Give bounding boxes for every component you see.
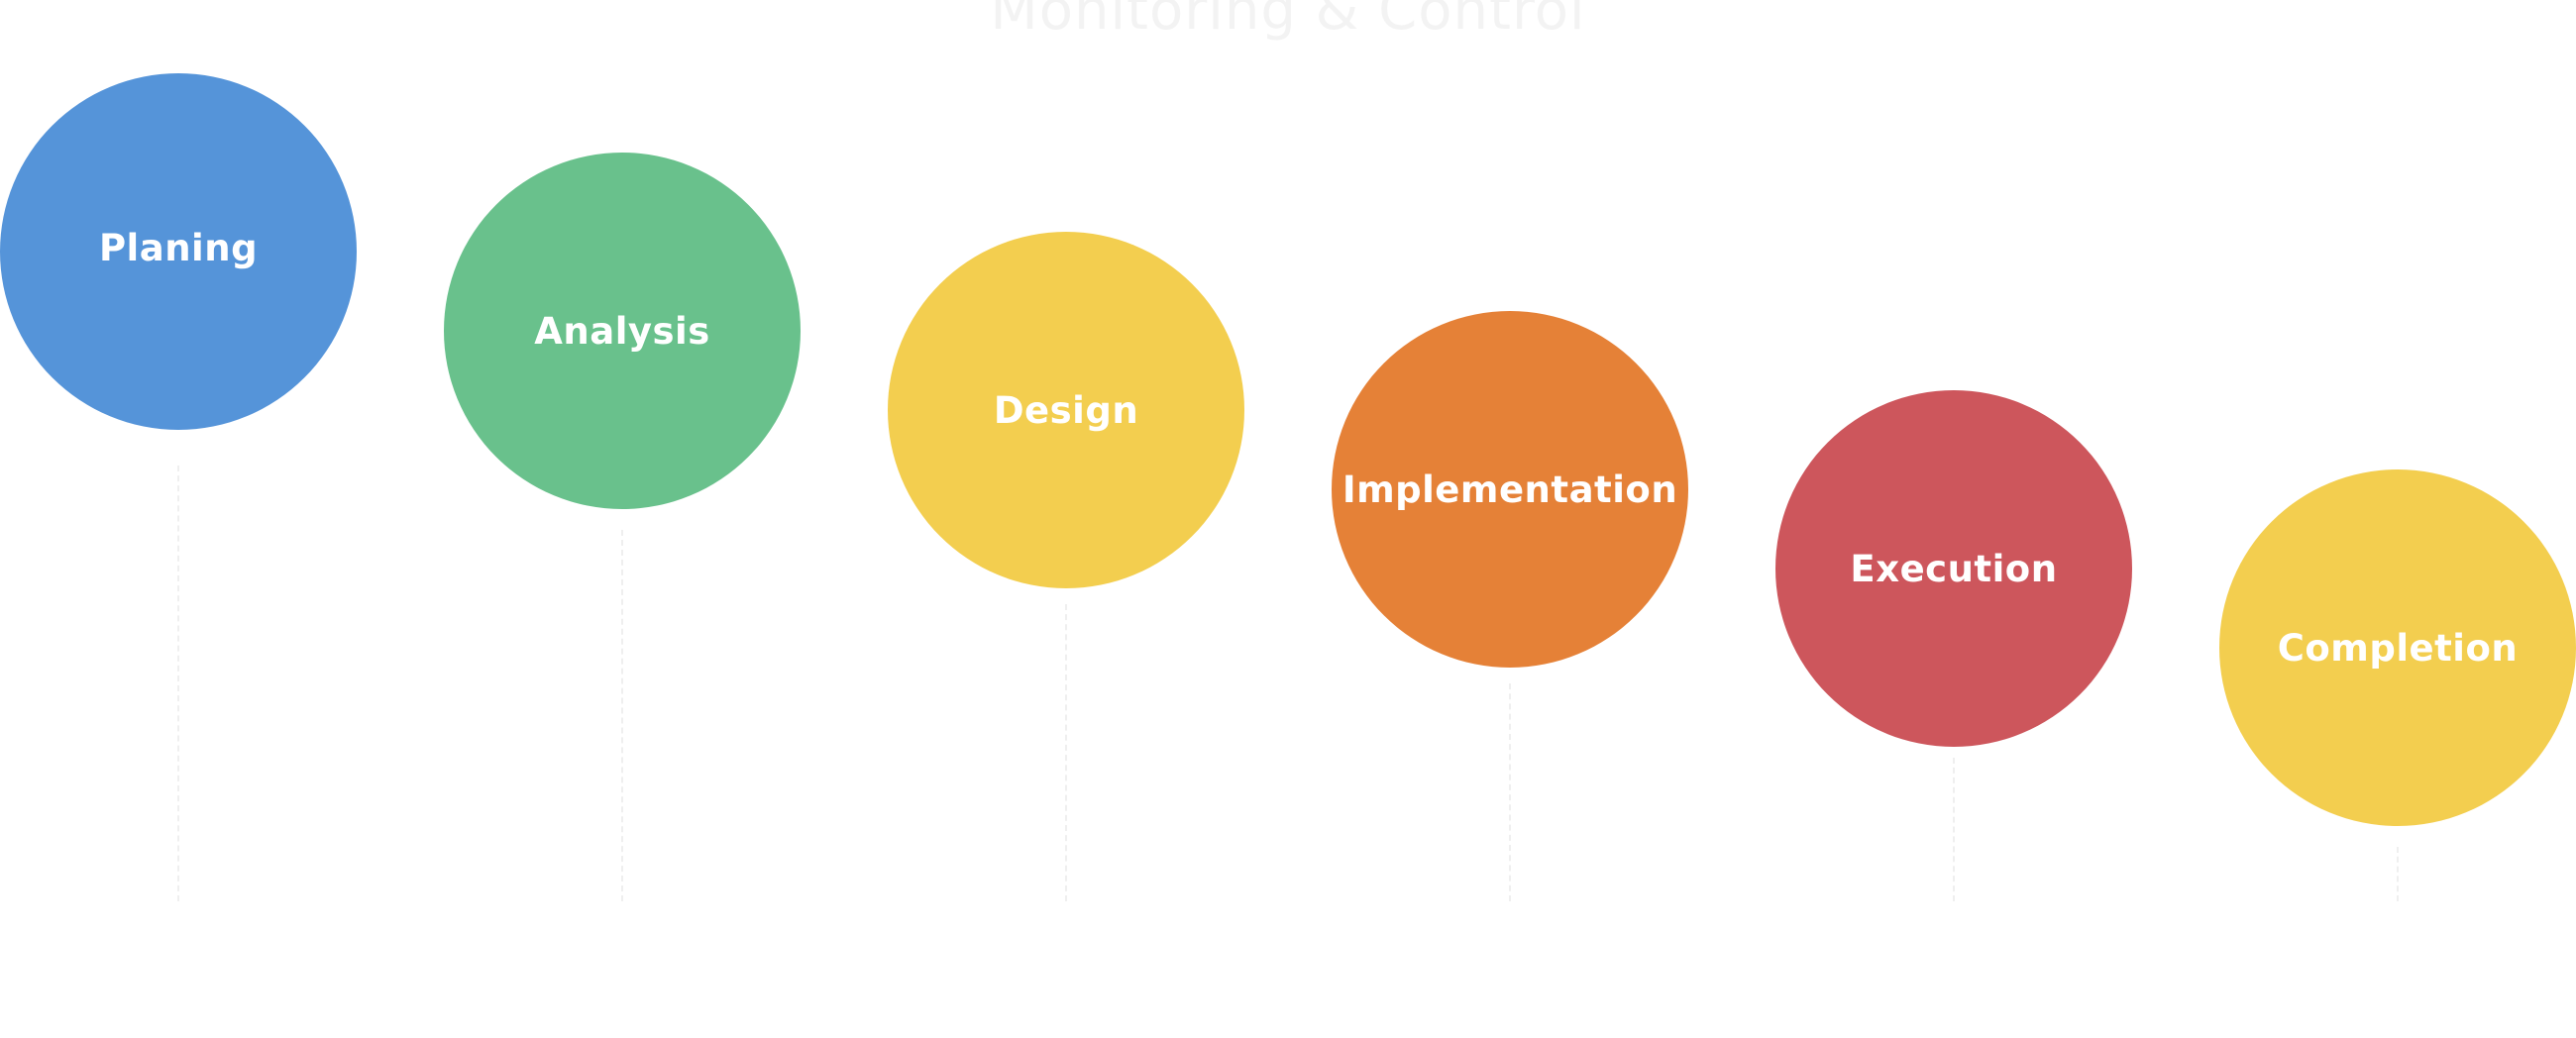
stage-connector-line xyxy=(177,466,179,901)
stage-label: Completion xyxy=(2277,626,2519,670)
stage-circle-analysis: Analysis xyxy=(444,153,801,509)
stage-label: Execution xyxy=(1850,547,2058,590)
stage-label: Design xyxy=(993,388,1139,432)
stage-label: Planing xyxy=(98,226,259,269)
stage-label: Implementation xyxy=(1342,467,1678,511)
stage-circle-execution: Execution xyxy=(1775,390,2132,747)
stage-connector-line xyxy=(1953,758,1955,901)
stage-circle-design: Design xyxy=(888,232,1244,588)
stage-connector-line xyxy=(2397,847,2399,901)
stage-circle-completion: Completion xyxy=(2219,469,2576,826)
stage-connector-line xyxy=(621,530,623,901)
stage-connector-line xyxy=(1509,683,1511,901)
diagram-title: Monitoring & Control xyxy=(990,0,1586,43)
stage-label: Analysis xyxy=(534,309,710,353)
stage-connector-line xyxy=(1065,604,1067,901)
stage-circle-planing: Planing xyxy=(0,73,357,430)
stage-circle-implementation: Implementation xyxy=(1332,311,1688,668)
